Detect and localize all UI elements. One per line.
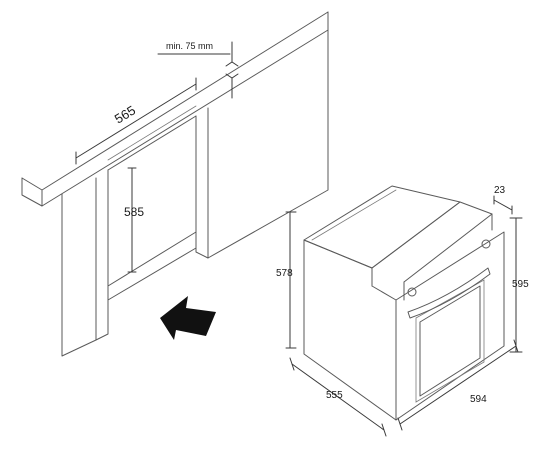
ventilation-gap-dimension: min. 75 mm <box>157 41 239 99</box>
niche-width-label: 565 <box>112 103 138 127</box>
kitchen-cabinet: 565 585 min. 75 mm <box>21 11 329 357</box>
oven-dimensions: 578 555 594 595 23 <box>276 185 529 437</box>
oven-depth-label: 555 <box>326 390 343 401</box>
right-divider-panel <box>195 107 209 259</box>
oven-front-face <box>395 231 505 421</box>
oven-front-height-label: 595 <box>512 279 529 290</box>
left-side-panel <box>61 169 109 357</box>
oven-side-face <box>303 239 397 421</box>
oven-niche <box>107 105 197 301</box>
niche-width-dimension: 565 <box>75 77 197 165</box>
niche-height-label: 585 <box>124 205 144 219</box>
min-gap-label: min. 75 mm <box>166 41 213 51</box>
oven-front-width-label: 594 <box>470 394 487 405</box>
oven-side-height-label: 578 <box>276 268 293 279</box>
countertop <box>21 11 329 207</box>
cabinet-back-wall <box>207 29 329 259</box>
niche-height-dimension: 585 <box>124 167 144 273</box>
oven-door-window <box>419 285 481 397</box>
insertion-arrow <box>160 296 216 340</box>
panel-depth-label: 23 <box>494 185 506 196</box>
built-in-oven <box>303 185 505 421</box>
oven-door-handle <box>407 267 491 319</box>
control-knob <box>481 239 491 249</box>
